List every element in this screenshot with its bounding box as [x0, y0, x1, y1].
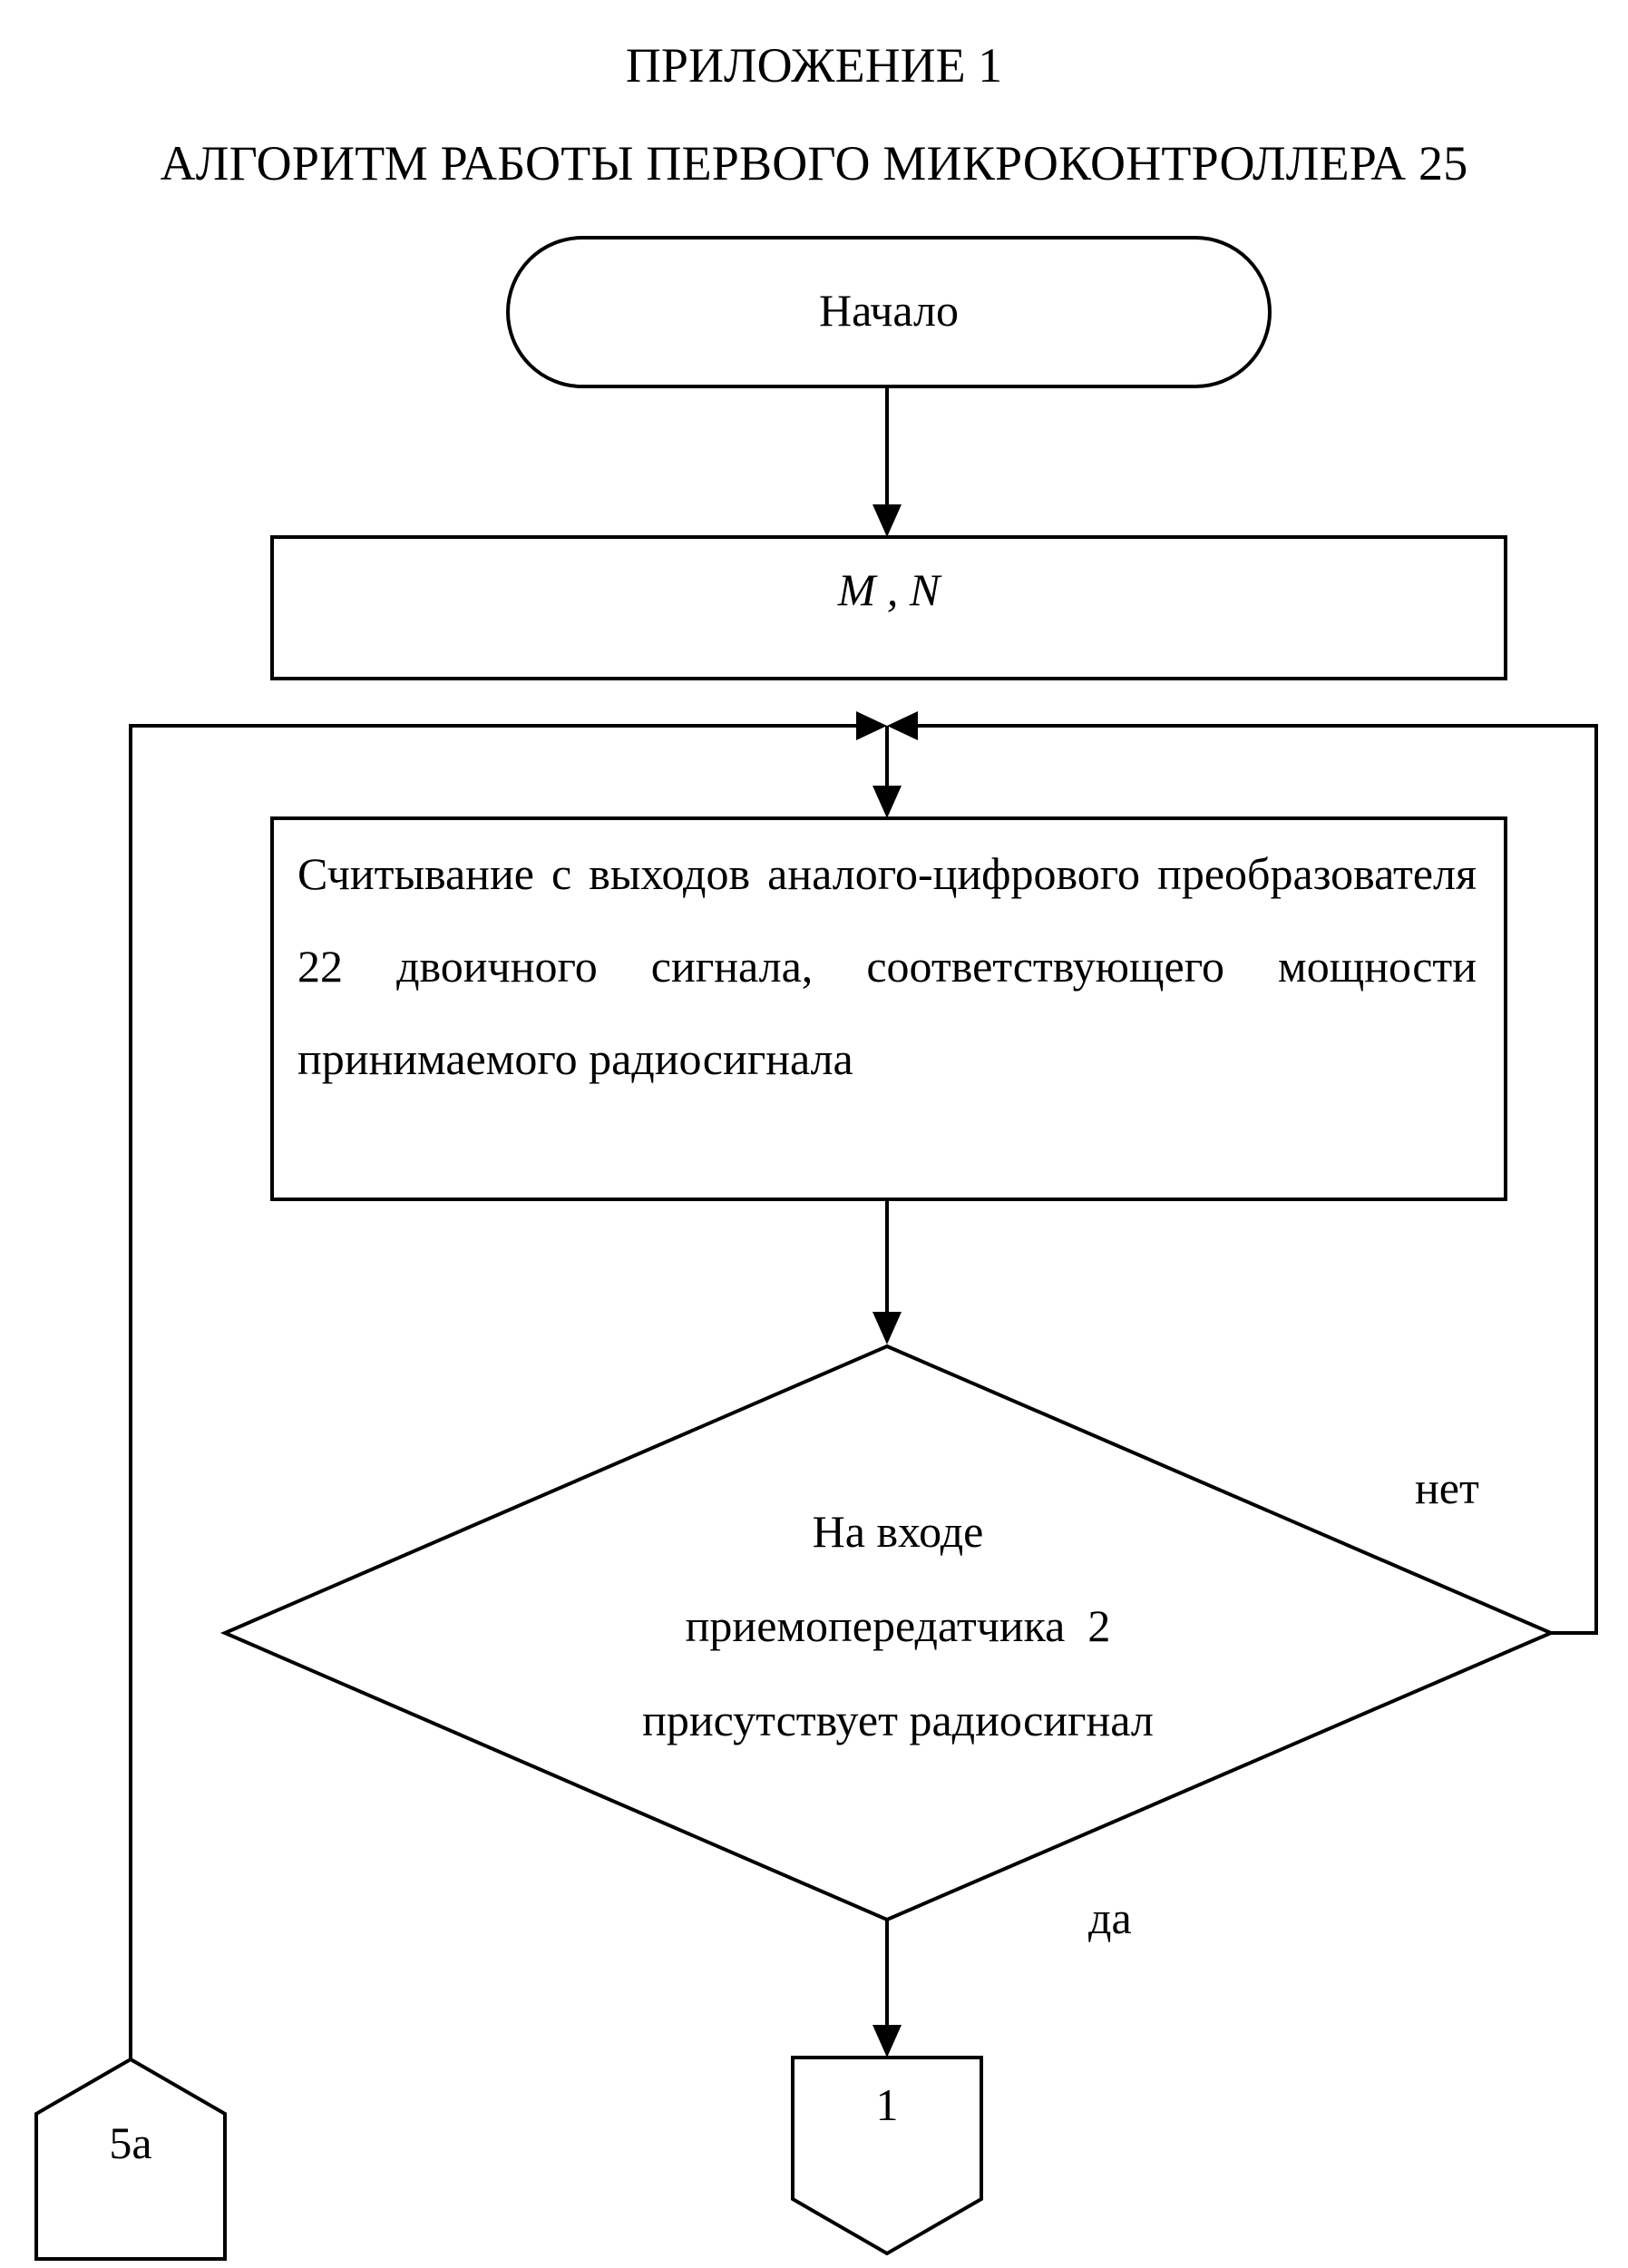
start-label: Начало: [508, 283, 1270, 337]
decision-line-3: присутствует радиосигнал: [508, 1673, 1288, 1767]
arrowhead-decision: [872, 1312, 902, 1344]
arrowhead-input: [872, 504, 902, 537]
arrowhead-process: [872, 786, 902, 818]
input-label: M , N: [272, 562, 1506, 617]
arrowhead-connector-1: [872, 2025, 902, 2058]
connector-1-label: 1: [793, 2077, 981, 2132]
arrowhead-merge-right: [887, 711, 918, 740]
decision-label: На входе приемопередатчика 2 присутствуе…: [508, 1484, 1288, 1767]
yes-branch-label: да: [1088, 1891, 1132, 1945]
process-label: Считывание с выходов аналого-цифрового п…: [297, 827, 1477, 1105]
connector-5a-label: 5а: [36, 2116, 225, 2170]
arrowhead-merge-left: [856, 711, 887, 740]
decision-line-2: приемопередатчика 2: [508, 1579, 1288, 1673]
decision-line-1: На входе: [508, 1484, 1288, 1579]
no-branch-label: нет: [1415, 1461, 1479, 1515]
